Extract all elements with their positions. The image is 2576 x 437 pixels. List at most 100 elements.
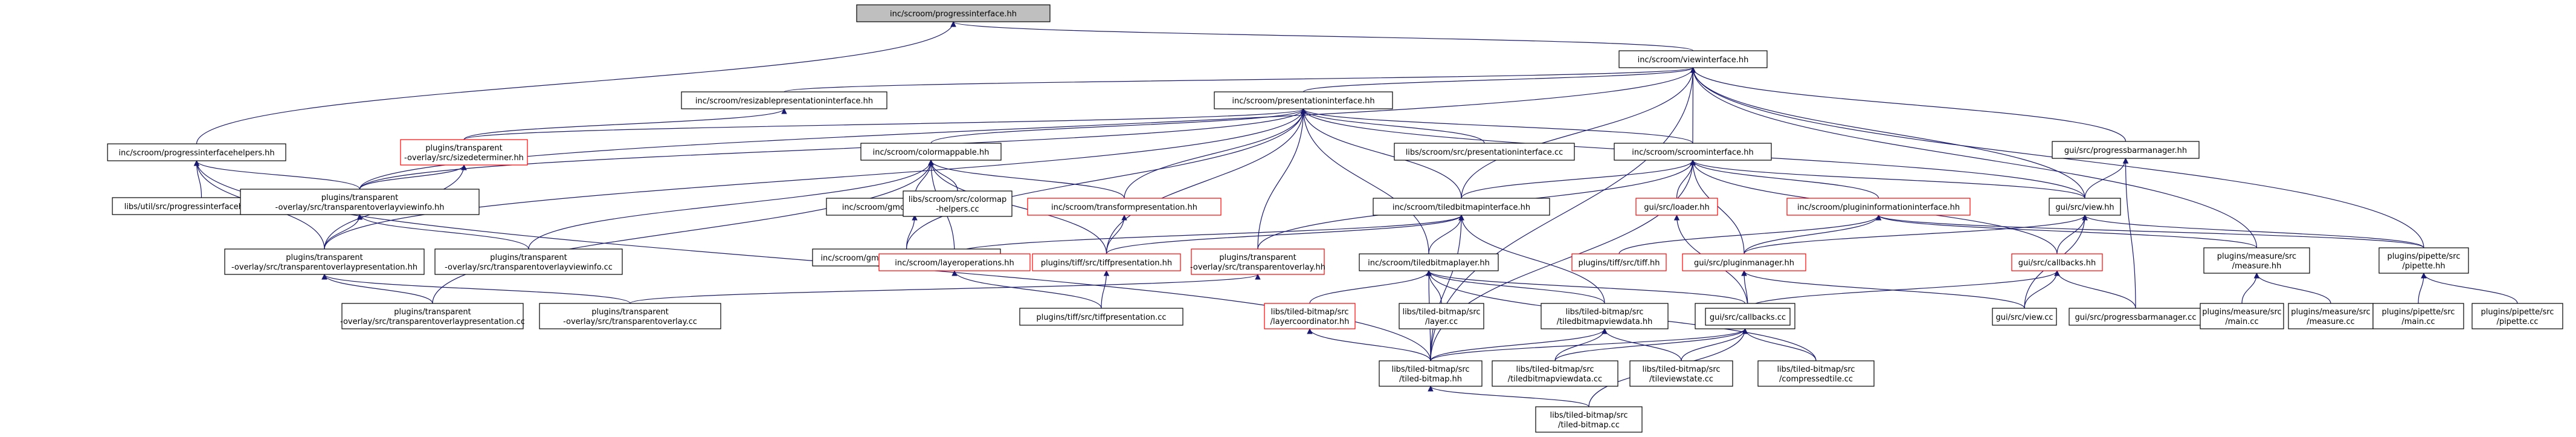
file-node[interactable]: libs/tiled-bitmap/src/compressedtile.cc [1757, 360, 1875, 387]
file-node-box [2372, 303, 2464, 329]
file-node-box [1492, 360, 1618, 387]
file-node-label: /measure.hh [2232, 262, 2282, 271]
file-node[interactable]: libs/tiled-bitmap/src/tiledbitmapviewdat… [1541, 303, 1669, 329]
file-node-label: plugins/pipette/src [2381, 308, 2455, 317]
file-node[interactable]: gui/src/pluginmanager.hh [1682, 253, 1806, 271]
file-node[interactable]: inc/scroom/progressinterfacehelpers.hh [107, 143, 286, 161]
file-node-label: plugins/transparent [591, 308, 668, 317]
dependency-arrow [1428, 386, 1589, 407]
dependency-arrow [2056, 215, 2088, 254]
file-node[interactable]: plugins/transparent-overlay/src/transpar… [434, 248, 623, 275]
file-node-box [2378, 247, 2469, 274]
file-node-label: /main.cc [2401, 317, 2435, 326]
dependency-arrow [1430, 328, 1608, 361]
dependency-arrow [2084, 158, 2129, 199]
file-node[interactable]: plugins/transparent-overlay/src/transpar… [1190, 248, 1325, 275]
dependency-arrow [630, 274, 1261, 304]
file-node[interactable]: plugins/tiff/src/tiffpresentation.cc [1019, 308, 1183, 326]
file-node[interactable]: plugins/transparent-overlay/src/transpar… [224, 248, 425, 275]
dependency-arrow [1681, 328, 1748, 361]
file-node-label: inc/scroom/tiledbitmapinterface.hh [1393, 203, 1530, 212]
file-node[interactable]: gui/src/loader.hh [1635, 198, 1718, 216]
file-node[interactable]: inc/scroom/tiledbitmapinterface.hh [1373, 198, 1550, 216]
file-node-label: plugins/measure/src [2202, 308, 2281, 317]
file-nodes: inc/scroom/progressinterface.hh inc/scroo… [107, 4, 2563, 433]
file-node[interactable]: inc/scroom/transformpresentation.hh [1027, 198, 1222, 216]
file-node[interactable]: libs/tiled-bitmap/src/layer.cc [1399, 303, 1484, 329]
file-node-box [903, 190, 1013, 217]
file-node-label: /layer.cc [1425, 317, 1458, 326]
file-node-label: -overlay/src/transparentoverlay.cc [563, 317, 697, 326]
file-node[interactable]: plugins/pipette/src/pipette.cc [2471, 303, 2563, 329]
file-node[interactable]: gui/src/callbacks.cc [1705, 308, 1791, 326]
dependency-arrow [1602, 328, 1682, 361]
file-node[interactable]: libs/tiled-bitmap/src/tiled-bitmap.cc [1535, 406, 1643, 433]
file-node[interactable]: plugins/transparent-overlay/src/transpar… [539, 303, 721, 329]
file-node[interactable]: libs/scroom/src/presentationinterface.cc [1394, 143, 1575, 161]
file-node[interactable]: plugins/tiff/src/tiff.hh [1571, 253, 1667, 271]
file-node-label: -overlay/src/transparentoverlaypresentat… [340, 317, 525, 326]
file-node[interactable]: plugins/pipette/src/main.cc [2372, 303, 2464, 329]
dependency-arrow [1101, 270, 1110, 309]
dependency-arrow [1257, 108, 1307, 250]
dependency-arrow [359, 164, 467, 190]
file-node[interactable]: inc/scroom/layeroperations.hh [878, 253, 1031, 271]
dependency-arrow [2253, 273, 2331, 304]
file-node[interactable]: plugins/transparent-overlay/src/transpar… [240, 189, 480, 215]
file-node-box [1394, 143, 1575, 161]
file-node-box [2049, 198, 2121, 216]
file-node-label: inc/scroom/progressinterface.hh [890, 10, 1017, 19]
dependency-arrow [1302, 67, 1696, 92]
dependency-arrow [1690, 160, 1879, 199]
file-node[interactable]: gui/src/view.cc [1992, 308, 2057, 326]
file-node[interactable]: inc/scroom/resizablepresentationinterfac… [681, 91, 887, 109]
file-node[interactable]: plugins/pipette/src/pipette.hh [2378, 247, 2469, 274]
file-node[interactable]: inc/scroom/plugininformationinterface.hh [1786, 198, 1971, 216]
dependency-arrow [528, 160, 934, 250]
dependency-arrow [2421, 273, 2518, 304]
file-node[interactable]: inc/scroom/scroominterface.hh [1614, 143, 1772, 161]
file-node[interactable]: libs/tiled-bitmap/src/tileviewstate.cc [1629, 360, 1733, 387]
file-node-label: libs/tiled-bitmap/src [1391, 365, 1469, 374]
dependency-arrow [324, 108, 1307, 250]
file-node-label: /tiled-bitmap.hh [1399, 375, 1462, 384]
file-node-box [1541, 303, 1669, 329]
file-node[interactable]: libs/tiled-bitmap/src/layercoordinator.h… [1264, 303, 1356, 329]
file-node-label: -overlay/src/sizedeterminer.hh [404, 154, 524, 163]
file-node-label: /layercoordinator.hh [1270, 317, 1350, 326]
file-node[interactable]: inc/scroom/tiledbitmaplayer.hh [1359, 253, 1499, 271]
dependency-arrow [463, 108, 1306, 140]
file-node[interactable]: gui/src/progressbarmanager.hh [2052, 141, 2200, 159]
file-node[interactable]: libs/tiled-bitmap/src/tiledbitmapviewdat… [1492, 360, 1618, 387]
file-node-box [240, 189, 480, 215]
dependency-arrow [1690, 160, 1745, 254]
dependency-arrow [1300, 108, 1693, 144]
file-node[interactable]: plugins/measure/src/measure.cc [2288, 303, 2374, 329]
root-file-node: inc/scroom/progressinterface.hh [856, 4, 1051, 22]
dependency-arrow [1875, 215, 2424, 248]
file-node[interactable]: gui/src/progressbarmanager.cc [2069, 308, 2203, 326]
file-node[interactable]: plugins/transparent-overlay/src/sizedete… [400, 139, 528, 166]
dependency-arrow [928, 160, 1107, 254]
file-node[interactable]: inc/scroom/viewinterface.hh [1618, 50, 1768, 68]
file-node-label: inc/scroom/scroominterface.hh [1632, 148, 1753, 157]
dependency-arrow [1428, 215, 1464, 254]
file-node[interactable]: gui/src/callbacks.hh [2011, 253, 2103, 271]
file-node[interactable]: gui/src/view.hh [2049, 198, 2121, 216]
file-node[interactable]: plugins/measure/src/measure.hh [2203, 247, 2310, 274]
file-node-label: libs/tiled-bitmap/src [1642, 365, 1720, 374]
file-node[interactable]: libs/scroom/src/colormap-helpers.cc [903, 190, 1013, 217]
dependency-arrow [1106, 215, 1464, 254]
file-node-label: /main.cc [2225, 317, 2258, 326]
dependency-arrow [1875, 215, 2258, 248]
file-node[interactable]: plugins/tiff/src/tiffpresentation.hh [1032, 253, 1181, 271]
file-node[interactable]: plugins/transparent-overlay/src/transpar… [340, 303, 525, 329]
file-node[interactable]: libs/tiled-bitmap/src/tiled-bitmap.hh [1379, 360, 1483, 387]
file-node-box [856, 4, 1051, 22]
file-node-label: plugins/transparent [286, 253, 362, 262]
file-node-label: libs/scroom/src/colormap [909, 195, 1007, 204]
file-node[interactable]: inc/scroom/colormappable.hh [860, 143, 1002, 161]
file-node-label: libs/tiled-bitmap/src [1777, 365, 1855, 374]
file-node[interactable]: plugins/measure/src/main.cc [2200, 303, 2284, 329]
file-node[interactable]: inc/scroom/presentationinterface.hh [1214, 91, 1393, 109]
